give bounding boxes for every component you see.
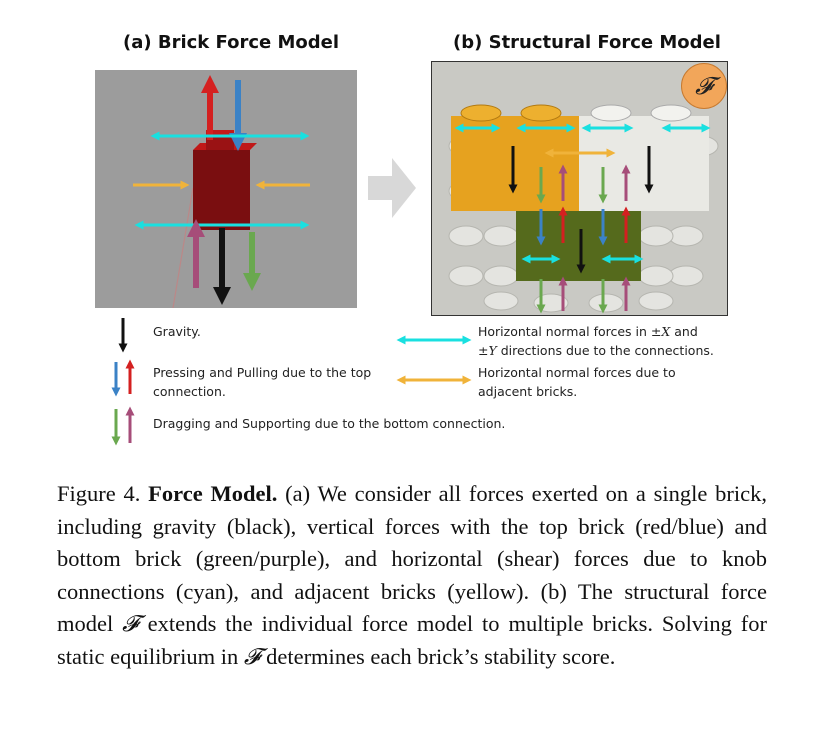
legend-right-arrows bbox=[396, 335, 472, 385]
legend-left-arrows bbox=[111, 318, 135, 446]
brick-force-model-figure bbox=[95, 70, 357, 308]
legend-pressing-label: Pressing and Pulling due to the top conn… bbox=[153, 365, 372, 399]
structural-model-badge: 𝓕 bbox=[681, 63, 727, 109]
legend-adjacent-label: Horizontal normal forces due to adjacent… bbox=[478, 365, 676, 399]
panel-b-title: (b) Structural Force Model bbox=[453, 32, 721, 53]
figure-caption: Figure 4. Force Model. (a) We consider a… bbox=[57, 481, 768, 670]
legend-horizontal-connections-label: Horizontal normal forces in ±X and ±Y di… bbox=[478, 324, 714, 358]
render-edge-line bbox=[172, 187, 194, 308]
legend-gravity-label: Gravity. bbox=[153, 324, 201, 339]
structural-force-model-figure bbox=[431, 61, 728, 316]
single-brick bbox=[193, 150, 250, 230]
legend-dragging-label: Dragging and Supporting due to the botto… bbox=[153, 416, 506, 431]
panel-a-title: (a) Brick Force Model bbox=[123, 32, 340, 53]
transition-arrow bbox=[368, 158, 416, 218]
green-brick bbox=[516, 211, 641, 281]
white-brick bbox=[579, 116, 709, 211]
